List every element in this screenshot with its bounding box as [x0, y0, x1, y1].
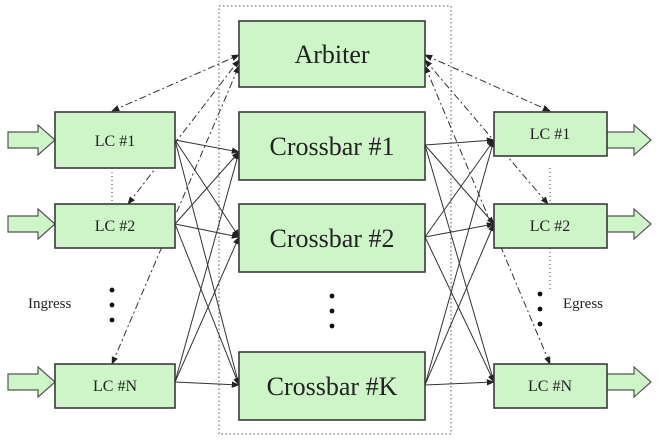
lc-label: LC #1	[530, 126, 570, 143]
ingress-lc-1: LC #1	[54, 111, 176, 169]
ingress-label: Ingress	[28, 296, 71, 312]
crossbar-label: Crossbar #K	[267, 372, 398, 401]
egress-lc-1: LC #1	[493, 111, 608, 157]
switch-fabric-boundary	[218, 5, 452, 435]
lc-label: LC #2	[95, 218, 135, 235]
crossbar-egress-links	[424, 137, 496, 386]
egress-lc-2: LC #2	[493, 203, 608, 249]
egress-ellipsis	[537, 291, 543, 327]
line-card-continuations	[111, 168, 551, 290]
ingress-input-arrows	[7, 123, 56, 399]
lc-label: LC #2	[530, 218, 570, 235]
egress-label: Egress	[563, 296, 603, 312]
egress-output-arrows	[606, 123, 652, 399]
crossbar-ellipsis	[329, 293, 335, 329]
ingress-crossbar-links	[174, 139, 241, 388]
crossbar-label: Crossbar #1	[270, 132, 395, 161]
egress-lc-n: LC #N	[493, 363, 608, 409]
ingress-lc-2: LC #2	[54, 203, 176, 249]
lc-label: LC #1	[95, 133, 135, 150]
arbiter-label: Arbiter	[294, 40, 369, 69]
crossbar-label: Crossbar #2	[270, 224, 395, 253]
arbiter-node: Arbiter	[238, 20, 426, 88]
crossbar-node-1: Crossbar #1	[238, 111, 426, 181]
ingress-lc-n: LC #N	[54, 363, 176, 409]
ingress-ellipsis	[109, 287, 115, 323]
crossbar-node-k: Crossbar #K	[238, 351, 426, 421]
lc-label: LC #N	[93, 378, 137, 395]
crossbar-node-2: Crossbar #2	[238, 203, 426, 273]
lc-label: LC #N	[528, 378, 572, 395]
